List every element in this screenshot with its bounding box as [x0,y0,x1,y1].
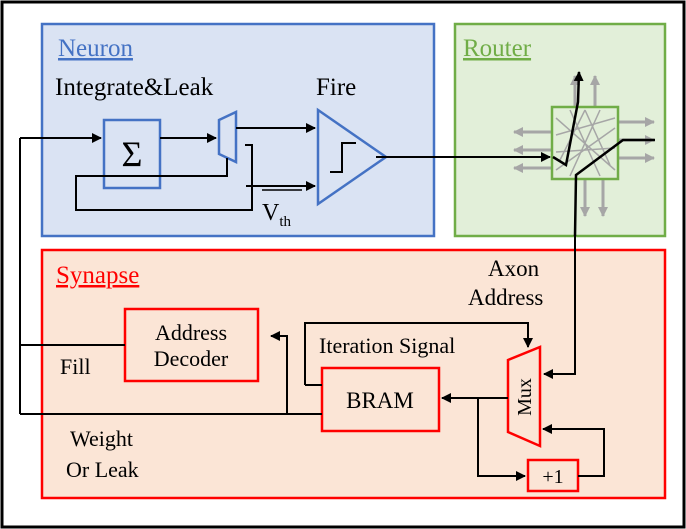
increment-block [526,458,580,493]
address-label: Address [468,285,543,310]
fill-label: Fill [60,354,91,379]
synapse-title: Synapse [56,262,139,289]
mux-label: Mux [514,378,536,416]
sum-symbol: Σ [122,134,143,174]
or-leak-label: Or Leak [66,457,139,482]
address-decoder-line2: Decoder [154,346,229,371]
fire-label: Fire [316,74,356,101]
plus-one-label: +1 [542,466,563,488]
router-title: Router [463,35,532,62]
step-function-icon [330,142,356,173]
synapse-mux [506,345,542,448]
iteration-signal-label: Iteration Signal [319,333,455,358]
address-decoder-block [123,307,260,383]
vth-label: Vth [262,200,292,230]
router-crossbar [513,71,655,237]
weight-label: Weight [70,426,133,451]
bram-block [320,366,441,433]
integrate-leak-label: Integrate&Leak [55,74,214,101]
neuron-title: Neuron [58,35,133,62]
address-decoder-line1: Address [155,320,227,345]
leak-mux [217,110,238,164]
synapse-wires [19,138,605,481]
fire-comparator [316,107,389,207]
bram-label: BRAM [346,388,414,413]
neuron-wires [20,123,551,211]
axon-label: Axon [488,256,540,281]
